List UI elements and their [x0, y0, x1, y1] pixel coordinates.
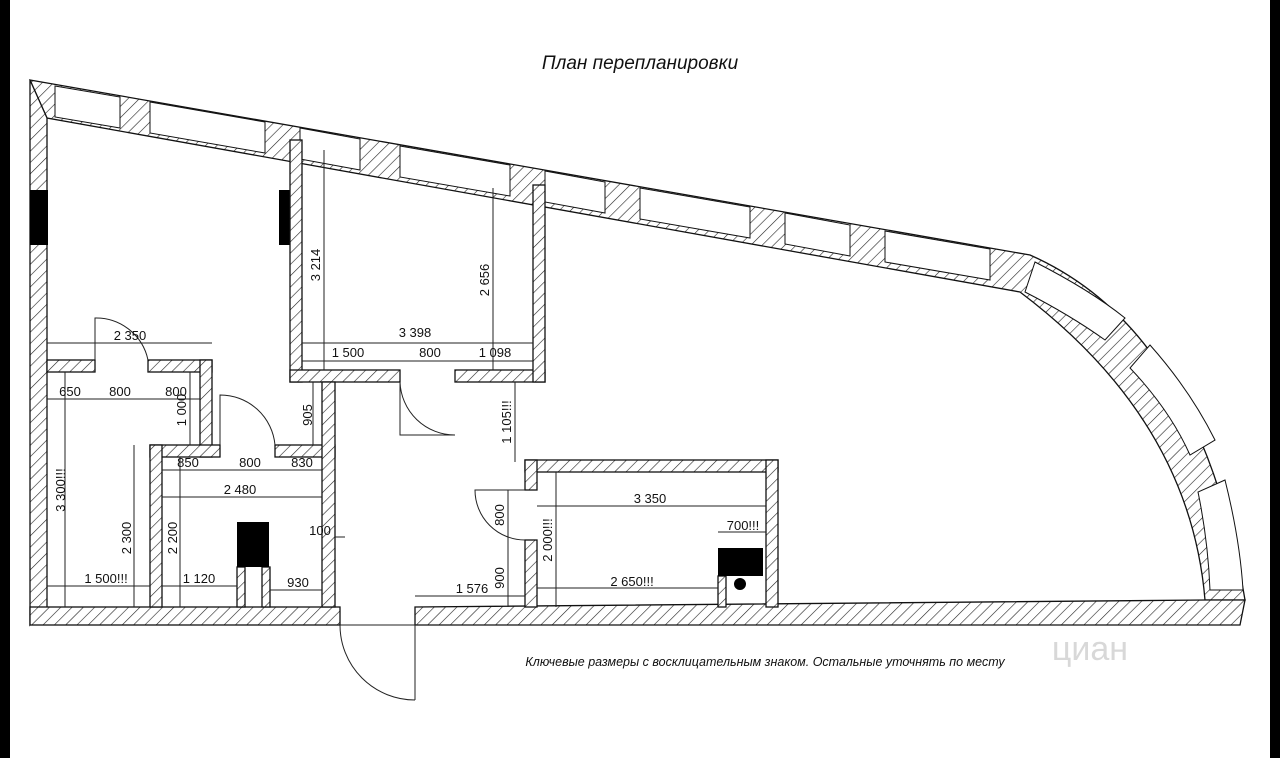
- dim-label: 3 398: [399, 325, 432, 340]
- dim-label: 900: [492, 567, 507, 589]
- dim-label: 3 350: [634, 491, 667, 506]
- outer-wall-bottom-right: [414, 599, 1246, 626]
- dim-label: 905: [300, 404, 315, 426]
- dim-label: 2 480: [224, 482, 257, 497]
- dim-label: 3 214: [308, 249, 323, 282]
- dim-label: 650: [59, 384, 81, 399]
- dim-label: 1 500: [332, 345, 365, 360]
- dim-label: 2 656: [477, 264, 492, 297]
- outer-wall-left: [29, 79, 48, 627]
- dim-label: 100: [309, 523, 331, 538]
- riser-pipe: [734, 578, 746, 590]
- windows: [54, 85, 1244, 591]
- shaft: [237, 522, 269, 567]
- dim-label: 800: [239, 455, 261, 470]
- dim-label: 2 650!!!: [610, 574, 653, 589]
- dim-label: 3 300!!!: [53, 468, 68, 511]
- dim-label: 1 000: [174, 394, 189, 427]
- dim-label: 700!!!: [727, 518, 760, 533]
- dim-label: 850: [177, 455, 199, 470]
- dim-label: 2 300: [119, 522, 134, 555]
- dimension-labels: 2 350 3 398 1 500 800 1 098 3 214 2 656 …: [53, 249, 759, 596]
- shaft: [718, 548, 763, 576]
- dim-label: 800: [492, 504, 507, 526]
- column: [30, 190, 48, 245]
- left-border: [0, 0, 10, 758]
- doors: [94, 317, 526, 701]
- plan-title: План перепланировки: [542, 53, 739, 74]
- dim-label: 1 500!!!: [84, 571, 127, 586]
- dim-label: 1 105!!!: [499, 400, 514, 443]
- footnote: Ключевые размеры с восклицательным знако…: [525, 655, 1005, 669]
- dim-label: 930: [287, 575, 309, 590]
- dim-label: 800: [109, 384, 131, 399]
- watermark-logo: циан: [1052, 630, 1128, 668]
- dim-label: 1 576: [456, 581, 489, 596]
- dim-label: 2 000!!!: [540, 518, 555, 561]
- dim-label: 830: [291, 455, 313, 470]
- dim-label: 2 350: [114, 328, 147, 343]
- outer-wall-top: [28, 79, 1246, 601]
- dim-label: 800: [419, 345, 441, 360]
- dim-label: 800: [165, 384, 187, 399]
- dim-label: 1 120: [183, 571, 216, 586]
- dim-label: 1 098: [479, 345, 512, 360]
- right-border: [1270, 0, 1280, 758]
- dimension-lines: [47, 150, 766, 607]
- outer-wall-bottom-left: [29, 606, 341, 626]
- dim-label: 2 200: [165, 522, 180, 555]
- interior-walls: [46, 139, 779, 608]
